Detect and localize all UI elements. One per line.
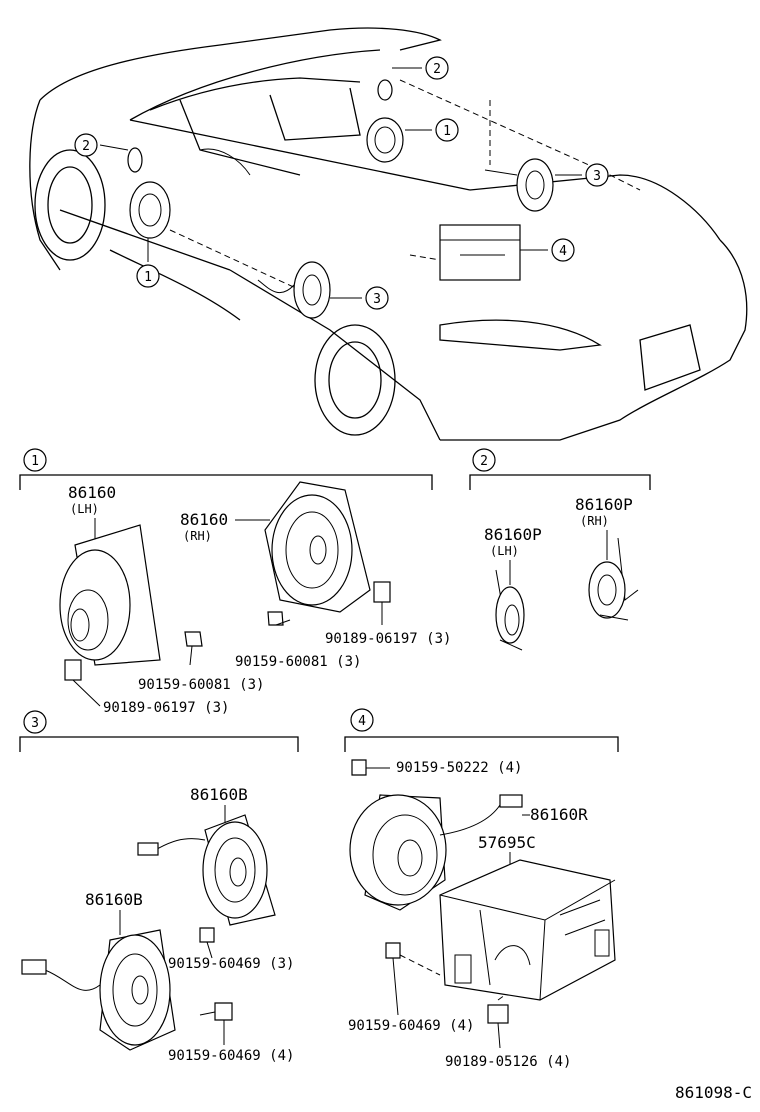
s1-clip-lh: 90189-06197 (3) bbox=[103, 700, 229, 716]
s1-screw-rh: 90159-60081 (3) bbox=[235, 654, 361, 670]
section-3: 3 86160B 90159-60469 (3) 86160B 90159-60… bbox=[19, 710, 299, 1064]
s1-rh-side: (RH) bbox=[183, 529, 212, 543]
section-3-number: 3 bbox=[31, 716, 39, 731]
s1-rh-part: 86160 bbox=[180, 510, 228, 529]
s2-rh-part: 86160P bbox=[575, 495, 633, 514]
callout-4-amplifier: 4 bbox=[559, 244, 567, 259]
section-4-number: 4 bbox=[358, 714, 366, 729]
section-2-number: 2 bbox=[480, 454, 488, 469]
s3-screw-upper: 90159-60469 (3) bbox=[168, 956, 294, 972]
s3-screw-lower: 90159-60469 (4) bbox=[168, 1048, 294, 1064]
callout-2-rear-tweeter: 2 bbox=[433, 62, 441, 77]
s3-upper-part: 86160B bbox=[190, 785, 248, 804]
section-1-number: 1 bbox=[31, 454, 39, 469]
s1-lh-part: 86160 bbox=[68, 483, 116, 502]
s4-clip: 90189-05126 (4) bbox=[445, 1054, 571, 1070]
s2-lh-part: 86160P bbox=[484, 525, 542, 544]
car-overview bbox=[29, 27, 748, 441]
car-callouts: 2 1 3 4 3 2 1 bbox=[74, 56, 609, 310]
s2-lh-side: (LH) bbox=[490, 544, 519, 558]
callout-2-front-tweeter: 2 bbox=[82, 139, 90, 154]
s4-screw-top: 90159-50222 (4) bbox=[396, 760, 522, 776]
callout-3-rear-shelf: 3 bbox=[593, 169, 601, 184]
callout-1-front-door: 1 bbox=[144, 270, 152, 285]
s1-screw-lh: 90159-60081 (3) bbox=[138, 677, 264, 693]
s4-amplifier: 57695C bbox=[478, 833, 536, 852]
section-4: 4 90159-50222 (4) 86160R 57695C 90159-60… bbox=[344, 708, 619, 1070]
s4-screw-bottom: 90159-60469 (4) bbox=[348, 1018, 474, 1034]
s1-lh-side: (LH) bbox=[70, 502, 99, 516]
callout-3-quarter: 3 bbox=[373, 292, 381, 307]
s2-rh-side: (RH) bbox=[580, 514, 609, 528]
diagram-code: 861098-C bbox=[675, 1083, 752, 1102]
s1-clip-rh: 90189-06197 (3) bbox=[325, 631, 451, 647]
s4-speaker: 86160R bbox=[530, 805, 588, 824]
section-2: 2 86160P (LH) 86160P (RH) bbox=[469, 448, 651, 651]
section-1: 1 86160 (LH) 90159-60081 (3) 90189-06197… bbox=[19, 448, 451, 716]
callout-1-rear-door: 1 bbox=[443, 124, 451, 139]
s3-lower-part: 86160B bbox=[85, 890, 143, 909]
